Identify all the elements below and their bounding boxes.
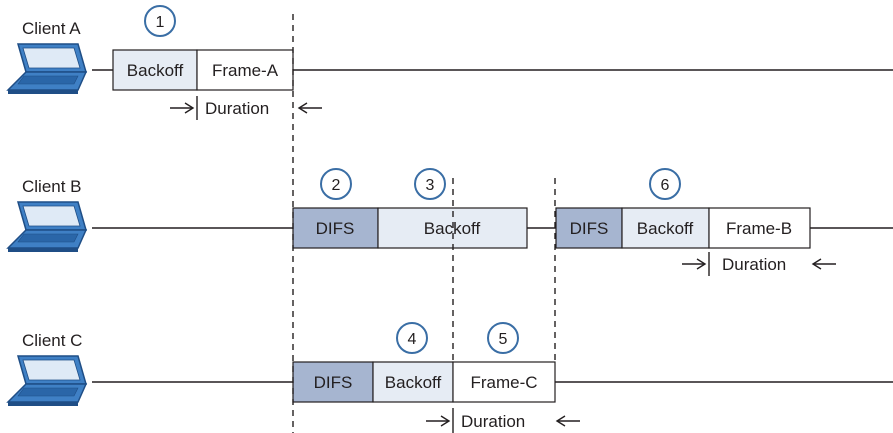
client-b-duration-label: Duration (722, 255, 786, 274)
client-c-frame-segment (452, 361, 556, 403)
step-5-number: 5 (499, 331, 508, 348)
client-b-backoff-label-1: Backoff (424, 219, 481, 238)
client-c-frame-label: Frame-C (470, 373, 537, 392)
client-a-row: Client A 1 Backoff Frame-A Duration (7, 5, 893, 120)
client-a-backoff-label: Backoff (127, 61, 184, 80)
step-2-number: 2 (332, 177, 341, 194)
client-a-backoff-segment (112, 49, 198, 91)
client-b-backoff-label-2: Backoff (637, 219, 694, 238)
client-a-duration: Duration (170, 96, 322, 120)
client-b-label: Client B (22, 177, 82, 196)
step-6-number: 6 (661, 177, 670, 194)
step-3-marker (414, 168, 446, 200)
client-b-frame-label: Frame-B (726, 219, 792, 238)
laptop-icon (7, 43, 87, 95)
client-b-duration: Duration (682, 252, 836, 276)
step-6-marker (649, 168, 681, 200)
client-c-duration: Duration (426, 408, 580, 433)
step-1-marker (144, 5, 176, 37)
step-4-marker (396, 322, 428, 354)
client-c-row: Client C 4 5 DIFS Backoff Frame-C Durati… (7, 322, 893, 433)
laptop-icon (7, 355, 87, 407)
client-b-difs-segment-1 (292, 207, 379, 249)
client-c-backoff-segment (372, 361, 454, 403)
client-b-difs-label-2: DIFS (570, 219, 609, 238)
step-1-number: 1 (156, 14, 165, 31)
step-3-number: 3 (426, 177, 435, 194)
client-a-frame-label: Frame-A (212, 61, 279, 80)
laptop-icon (7, 201, 87, 253)
client-c-backoff-label: Backoff (385, 373, 442, 392)
step-5-marker (487, 322, 519, 354)
client-c-difs-label: DIFS (314, 373, 353, 392)
client-a-duration-label: Duration (205, 99, 269, 118)
client-a-label: Client A (22, 19, 81, 38)
client-b-frame-segment (708, 207, 811, 249)
step-4-number: 4 (408, 331, 417, 348)
client-b-difs-label-1: DIFS (316, 219, 355, 238)
step-2-marker (320, 168, 352, 200)
client-a-frame-segment (196, 49, 294, 91)
client-c-duration-label: Duration (461, 412, 525, 431)
client-b-row: Client B 2 3 6 DIFS Backoff DIFS Backoff… (7, 168, 893, 276)
client-b-backoff-segment-2 (621, 207, 710, 249)
client-c-label: Client C (22, 331, 82, 350)
